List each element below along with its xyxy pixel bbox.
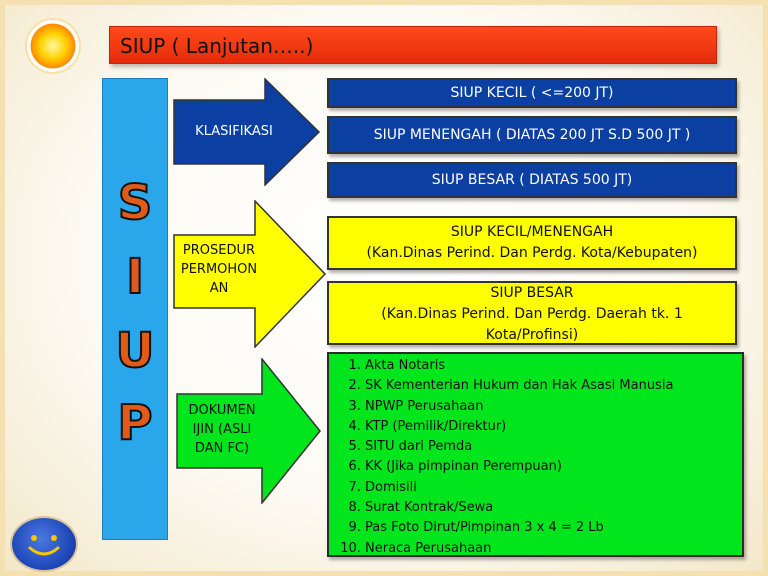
list-item: Pas Foto Dirut/Pimpinan 3 x 4 = 2 Lb bbox=[365, 518, 736, 538]
arrow-label-prosedur-line3: AN bbox=[209, 281, 229, 296]
list-item: KTP (Pemilik/Direktur) bbox=[365, 417, 736, 437]
box-prosedur-kecil-menengah: SIUP KECIL/MENENGAH (Kan.Dinas Perind. D… bbox=[327, 216, 737, 270]
letter-i: I bbox=[125, 248, 145, 306]
arrow-label-prosedur: PROSEDUR PERMOHON AN bbox=[176, 241, 262, 298]
box-prosedur-besar-line2: (Kan.Dinas Perind. Dan Perdg. Daerah tk.… bbox=[381, 306, 683, 322]
arrow-label-dokumen-line3: DAN FC) bbox=[194, 441, 250, 456]
arrow-klasifikasi bbox=[173, 78, 321, 186]
siup-vertical-bar: S I U P bbox=[102, 78, 168, 540]
box-dokumen-list: Akta Notaris SK Kementerian Hukum dan Ha… bbox=[327, 352, 744, 557]
letter-s: S bbox=[117, 174, 154, 232]
box-siup-besar: SIUP BESAR ( DIATAS 500 JT) bbox=[327, 162, 737, 198]
box-siup-menengah: SIUP MENENGAH ( DIATAS 200 JT S.D 500 JT… bbox=[327, 116, 737, 154]
arrow-label-dokumen: DOKUMEN IJIN (ASLI DAN FC) bbox=[180, 401, 264, 458]
arrow-label-dokumen-line1: DOKUMEN bbox=[188, 403, 256, 418]
list-item: KK (Jika pimpinan Perempuan) bbox=[365, 457, 736, 477]
page-title: SIUP ( Lanjutan…..) bbox=[109, 26, 717, 64]
arrow-label-prosedur-line1: PROSEDUR bbox=[182, 243, 256, 258]
box-siup-kecil: SIUP KECIL ( <=200 JT) bbox=[327, 78, 737, 108]
arrow-label-klasifikasi: KLASIFIKASI bbox=[195, 124, 273, 139]
box-prosedur-besar: SIUP BESAR (Kan.Dinas Perind. Dan Perdg.… bbox=[327, 281, 737, 345]
sun-icon bbox=[27, 20, 79, 72]
arrow-prosedur bbox=[173, 200, 327, 348]
letter-p: P bbox=[116, 394, 153, 452]
box-prosedur-besar-line3: Kota/Profinsi) bbox=[485, 327, 579, 343]
box-prosedur-besar-line1: SIUP BESAR bbox=[490, 285, 574, 301]
arrow-dokumen bbox=[176, 358, 321, 504]
list-item: Neraca Perusahaan bbox=[365, 539, 736, 559]
letter-u: U bbox=[115, 322, 156, 380]
list-item: SK Kementerian Hukum dan Hak Asasi Manus… bbox=[365, 376, 736, 396]
box-prosedur-kecil-menengah-line2: (Kan.Dinas Perind. Dan Perdg. Kota/Kebup… bbox=[366, 245, 698, 261]
arrow-label-prosedur-line2: PERMOHON bbox=[180, 262, 258, 277]
box-prosedur-kecil-menengah-line1: SIUP KECIL/MENENGAH bbox=[450, 224, 614, 240]
dokumen-list: Akta Notaris SK Kementerian Hukum dan Ha… bbox=[335, 356, 736, 559]
arrow-label-dokumen-line2: IJIN (ASLI bbox=[192, 422, 252, 437]
list-item: SITU dari Pemda bbox=[365, 437, 736, 457]
smiley-icon bbox=[12, 518, 76, 570]
list-item: Surat Kontrak/Sewa bbox=[365, 498, 736, 518]
list-item: Akta Notaris bbox=[365, 356, 736, 376]
smiley-face-icon bbox=[28, 535, 60, 556]
list-item: Domisili bbox=[365, 478, 736, 498]
list-item: NPWP Perusahaan bbox=[365, 397, 736, 417]
